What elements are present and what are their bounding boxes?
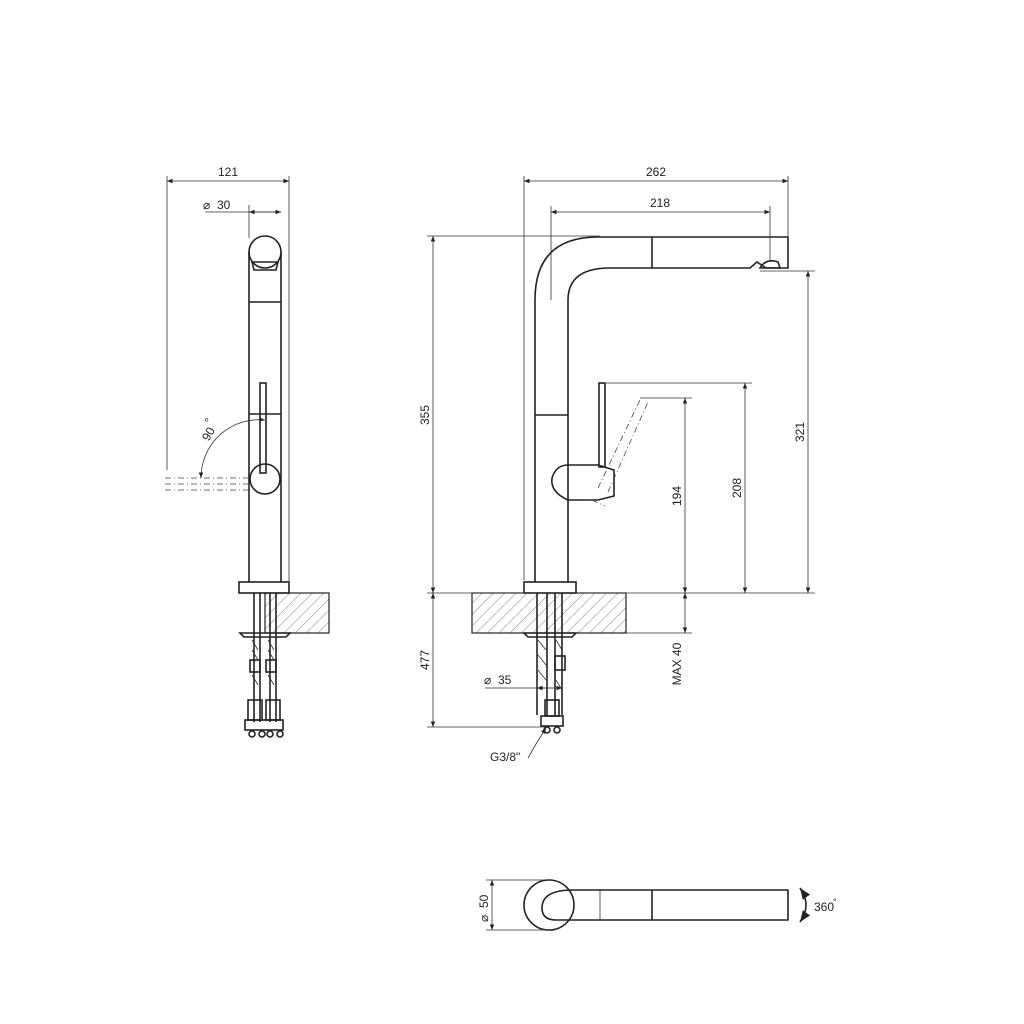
top-diameter-label: 50 [477, 894, 491, 908]
front-thread-label: G3/8" [490, 750, 520, 764]
side-angle-label: 90 [199, 424, 218, 443]
front-countertop [471, 592, 627, 634]
side-diameter-symbol: ⌀ [203, 198, 210, 212]
top-diameter-symbol: ⌀ [477, 915, 491, 922]
top-rotation-label: 360 [814, 900, 834, 914]
front-width-label: 262 [646, 165, 666, 179]
front-max-label: MAX 40 [670, 642, 684, 685]
top-rotation-degree: ° [833, 897, 837, 907]
front-lever-height-label: 208 [730, 478, 744, 498]
front-height-label: 355 [418, 405, 432, 425]
side-angle-degree: ° [202, 415, 217, 426]
front-diameter-symbol: ⌀ [484, 673, 491, 687]
front-view: 262 218 355 321 208 194 MAX 40 477 [418, 165, 815, 764]
top-view: ⌀ 50 360 ° [477, 879, 837, 931]
side-diameter-label: 30 [217, 198, 231, 212]
front-spout-height-label: 321 [793, 422, 807, 442]
side-width-label: 121 [218, 165, 238, 179]
side-view: 121 ⌀ 30 90 ° [165, 165, 330, 738]
front-diameter-label: 35 [498, 673, 512, 687]
front-body-height-label: 194 [670, 486, 684, 506]
side-countertop [264, 592, 330, 634]
front-below-label: 477 [418, 650, 432, 670]
front-reach-label: 218 [650, 196, 670, 210]
